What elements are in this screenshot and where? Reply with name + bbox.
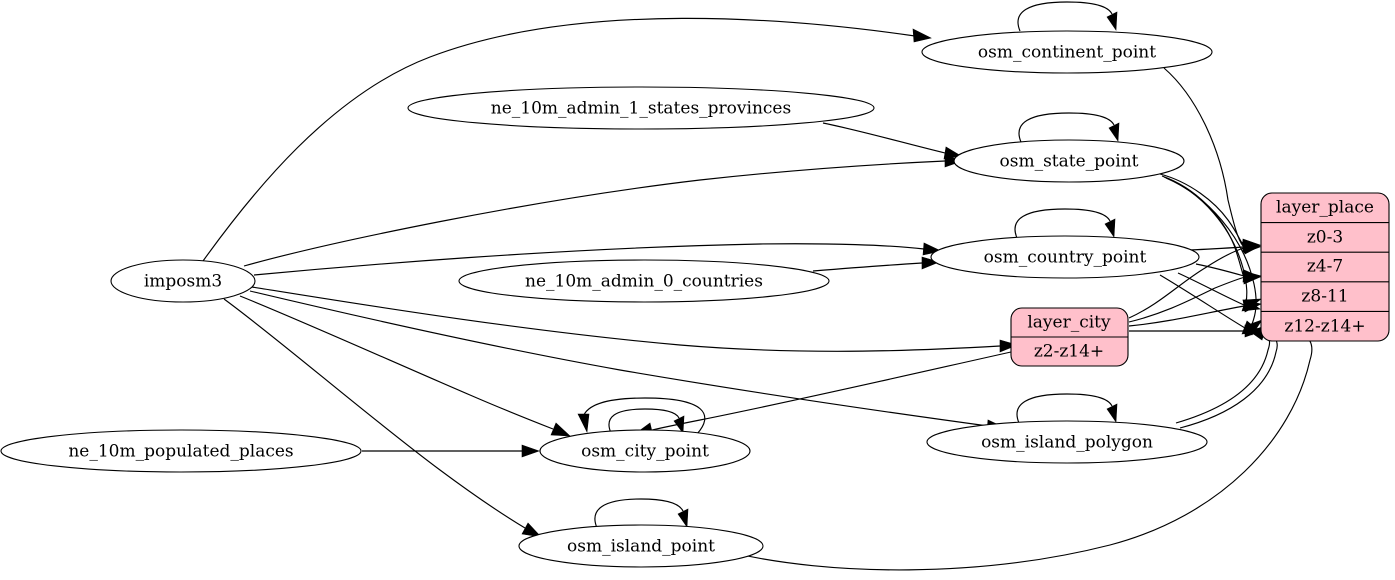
layer_place-row-z12-z14[interactable]: z12-z14+ [1284,317,1365,337]
node-osm_country_point-shape[interactable] [930,235,1200,279]
edge-imposm3-to-osm_city_point [239,295,571,437]
edge-imposm3-to-osm_island_point [223,298,542,538]
node-ne_10m_populated_places-label: ne_10m_populated_places [68,442,293,462]
node-osm_city_point-label: osm_city_point [581,442,709,462]
node-osm_city_point-shape[interactable] [539,429,751,473]
node-osm_continent_point[interactable]: osm_continent_point [921,30,1213,74]
edge-layer_city-to-osm_city_point [634,351,1012,437]
selfloop-osm_continent_point [1017,1,1118,32]
edge-ne_admin_0_countries-to-osm_country_point [812,256,940,272]
node-imposm3-shape[interactable] [110,259,256,303]
node-osm_island_point[interactable]: osm_island_point [518,524,764,568]
edge-layer_city-to-layer_place-z0-3 [1128,241,1261,319]
edge-layer_city-to-layer_place-z4-7 [1128,270,1262,323]
node-layer_city[interactable]: layer_city z2-z14+ [1010,307,1129,367]
node-layer_place[interactable]: layer_place z0-3 z4-7 z8-11 z12-z14+ [1260,192,1390,342]
selfloop-osm_state_point [1018,112,1120,143]
node-osm_state_point-label: osm_state_point [1000,152,1139,172]
edge-layer_city-to-layer_place-z8-11 [1128,299,1262,327]
layer_place-row-z4-7[interactable]: z4-7 [1307,257,1343,277]
node-osm_island_point-label: osm_island_point [567,537,715,557]
layer_place-row-z0-3[interactable]: z0-3 [1307,228,1343,248]
edge-osm_state_point-to-layer_place-z0-3 [1159,173,1261,252]
node-osm_island_point-shape[interactable] [518,524,764,568]
edge-imposm3-to-osm_continent_point [202,17,932,262]
edge-ne_populated_places-to-osm_city_point [362,444,540,458]
node-ne_10m_admin_0_countries-label: ne_10m_admin_0_countries [525,272,763,292]
node-osm_continent_point-label: osm_continent_point [978,43,1156,63]
selfloop-osm_city_point-outer [577,397,706,435]
node-ne_10m_admin_1_states_provinces-shape[interactable] [407,86,875,130]
node-osm_country_point-label: osm_country_point [984,248,1147,268]
selfloop-osm_country_point [1014,208,1116,239]
node-ne_10m_populated_places[interactable]: ne_10m_populated_places [0,429,362,473]
node-osm_island_polygon-label: osm_island_polygon [981,433,1153,453]
node-osm_state_point-shape[interactable] [953,139,1185,183]
layer_city-row-z2-z14[interactable]: z2-z14+ [1034,342,1104,362]
node-ne_10m_populated_places-shape[interactable] [0,429,362,473]
node-ne_10m_admin_1_states_provinces[interactable]: ne_10m_admin_1_states_provinces [407,86,875,130]
layer_place-row-z8-11[interactable]: z8-11 [1301,287,1348,307]
node-imposm3[interactable]: imposm3 [110,259,256,303]
edge-ne_states_provinces-to-osm_state_point [822,122,962,160]
node-imposm3-label: imposm3 [144,272,222,292]
layer_place-title: layer_place [1276,198,1374,218]
node-layer: imposm3 ne_10m_admin_1_states_provinces … [0,30,1390,568]
node-osm_country_point[interactable]: osm_country_point [930,235,1200,279]
node-ne_10m_admin_0_countries-shape[interactable] [458,259,830,303]
edge-osm_island_polygon-to-layer_place-z12-z14-b [1175,331,1271,424]
selfloop-osm_island_polygon [1016,393,1118,424]
node-ne_10m_admin_1_states_provinces-label: ne_10m_admin_1_states_provinces [491,99,791,119]
edge-layer [202,1,1313,571]
node-osm_island_polygon-shape[interactable] [926,420,1208,464]
layer_city-title: layer_city [1027,313,1111,333]
node-osm_island_polygon[interactable]: osm_island_polygon [926,420,1208,464]
node-layer_place-box[interactable] [1260,192,1390,342]
edge-osm_island_polygon-to-layer_place-z12-z14 [1179,326,1278,429]
node-ne_10m_admin_0_countries[interactable]: ne_10m_admin_0_countries [458,259,830,303]
node-osm_continent_point-shape[interactable] [921,30,1213,74]
edge-imposm3-to-layer_city [251,286,1018,353]
edge-imposm3-to-osm_island_polygon [249,290,1006,433]
node-osm_state_point[interactable]: osm_state_point [953,139,1185,183]
node-osm_city_point[interactable]: osm_city_point [539,429,751,473]
selfloop-osm_island_point [594,498,689,529]
